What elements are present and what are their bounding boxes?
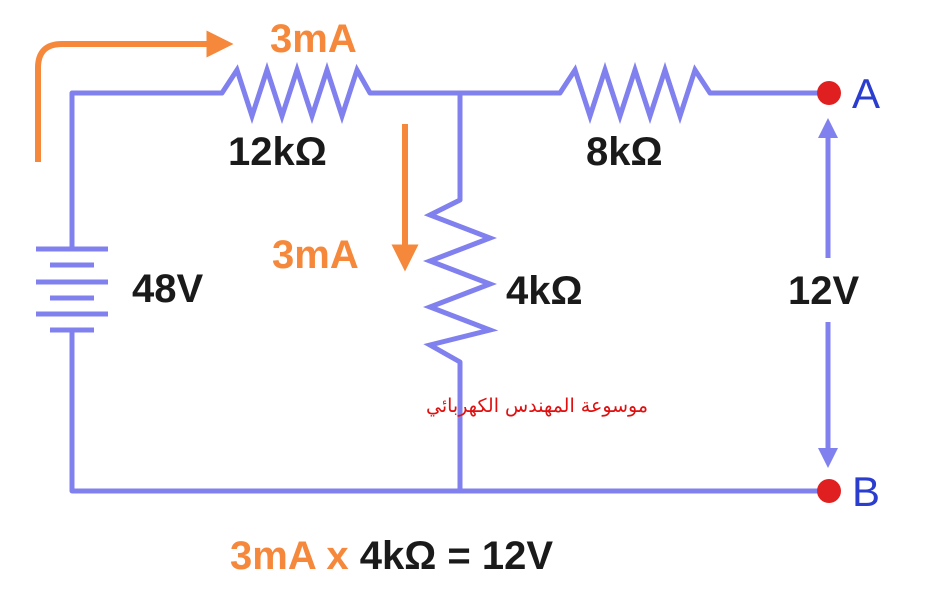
r3-label: 4kΩ xyxy=(506,269,583,313)
wire-left-bottom xyxy=(69,330,828,494)
current-label-mid: 3mA xyxy=(272,233,359,277)
watermark-text: موسوعة المهندس الكهربائي xyxy=(426,395,648,417)
node-b-dot xyxy=(817,479,841,503)
equation-times: x xyxy=(315,534,359,578)
current-label-top: 3mA xyxy=(270,17,357,61)
battery-symbol xyxy=(36,246,108,333)
resistor-4k xyxy=(423,197,499,365)
node-a-label: A xyxy=(852,70,880,117)
equation-rest: 4kΩ = 12V xyxy=(360,534,554,578)
r2-label: 8kΩ xyxy=(586,130,663,174)
battery-label: 48V xyxy=(132,267,203,311)
resistor-12k xyxy=(219,61,373,125)
equation: 3mA x 4kΩ = 12V xyxy=(230,534,553,578)
r1-label: 12kΩ xyxy=(228,130,327,174)
wire-left-top xyxy=(69,90,222,248)
voltage-ab-label: 12V xyxy=(788,269,859,313)
node-a-dot xyxy=(817,81,841,105)
resistor-8k xyxy=(557,61,713,125)
node-b-label: B xyxy=(852,468,880,515)
equation-current: 3mA xyxy=(230,534,316,578)
current-arrow-top xyxy=(35,30,234,162)
